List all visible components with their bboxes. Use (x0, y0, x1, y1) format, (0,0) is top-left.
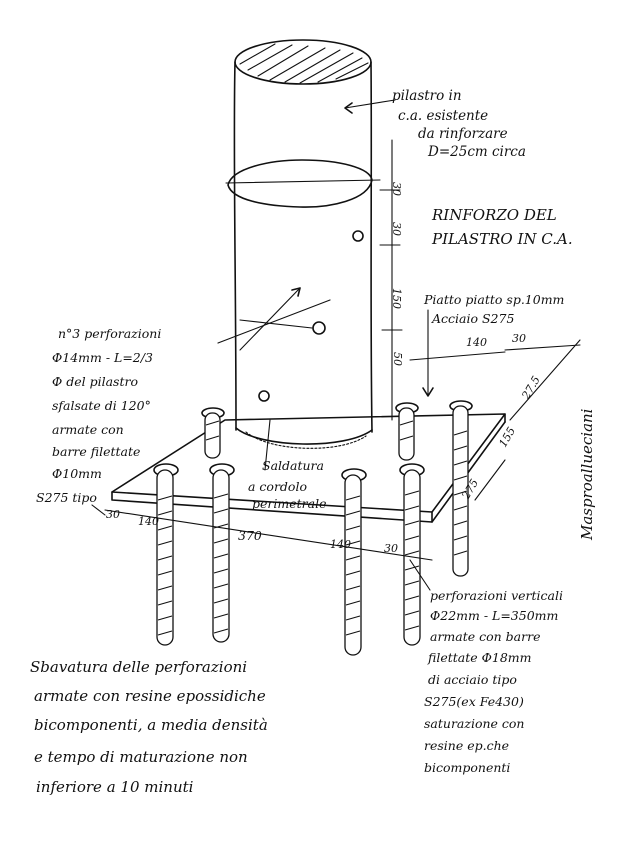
svg-text:inferiore a 10 minuti: inferiore a 10 minuti (36, 778, 194, 796)
concrete-column (225, 39, 381, 449)
svg-text:27.5: 27.5 (519, 374, 543, 403)
svg-text:30: 30 (106, 508, 120, 521)
svg-text:pilastro in: pilastro in (392, 88, 462, 104)
svg-text:armate con: armate con (52, 422, 124, 437)
dimension-lines (91, 139, 581, 561)
rod-3 (201, 407, 225, 459)
column-note: pilastro in c.a. esistente da rinforzare… (392, 88, 526, 160)
svg-text:Φ14mm - L=2/3: Φ14mm - L=2/3 (52, 350, 153, 365)
leader-lines (217, 99, 434, 591)
svg-text:armate con resine epossidiche: armate con resine epossidiche (34, 687, 266, 705)
svg-text:sfalsate di 120°: sfalsate di 120° (52, 398, 151, 413)
svg-text:Φ22mm - L=350mm: Φ22mm - L=350mm (430, 608, 558, 623)
svg-text:perimetrale: perimetrale (252, 496, 326, 511)
vertical-perforations-note: perforazioni verticali Φ22mm - L=350mm a… (424, 588, 563, 775)
svg-text:50: 50 (391, 352, 404, 366)
svg-text:140: 140 (330, 538, 351, 551)
rod-5 (399, 463, 425, 646)
weld-note: Saldatura a cordolo perimetrale (248, 458, 326, 511)
svg-text:di acciaio tipo: di acciaio tipo (428, 672, 517, 687)
svg-text:S275 tipo: S275 tipo (36, 490, 97, 505)
svg-text:a cordolo: a cordolo (248, 479, 307, 494)
svg-text:Sbavatura delle perforazioni: Sbavatura delle perforazioni (30, 658, 247, 676)
svg-text:saturazione con: saturazione con (424, 716, 524, 731)
svg-text:140: 140 (138, 515, 159, 528)
svg-text:armate con barre: armate con barre (430, 629, 540, 644)
svg-text:30: 30 (390, 182, 403, 196)
svg-text:n°3 perforazioni: n°3 perforazioni (58, 326, 161, 341)
svg-text:30: 30 (512, 332, 526, 345)
svg-text:Piatto piatto sp.10mm: Piatto piatto sp.10mm (423, 292, 564, 307)
svg-text:RINFORZO DEL: RINFORZO DEL (431, 206, 557, 224)
svg-text:bicomponenti, a media densità: bicomponenti, a media densità (34, 716, 268, 734)
svg-text:Saldatura: Saldatura (262, 458, 324, 473)
plate-note: Piatto piatto sp.10mm Acciaio S275 (423, 292, 564, 326)
rod-7 (449, 400, 473, 577)
svg-text:PILASTRO IN C.A.: PILASTRO IN C.A. (431, 230, 573, 248)
signature: Masproallueciani (578, 408, 596, 541)
svg-text:D=25cm circa: D=25cm circa (427, 144, 526, 160)
svg-text:e tempo di maturazione non: e tempo di maturazione non (34, 748, 248, 766)
svg-text:Acciaio S275: Acciaio S275 (431, 311, 514, 326)
svg-text:370: 370 (238, 528, 262, 543)
svg-text:30: 30 (384, 542, 398, 555)
title-note: RINFORZO DEL PILASTRO IN C.A. (431, 206, 573, 248)
svg-text:bicomponenti: bicomponenti (424, 760, 510, 775)
svg-text:filettate Φ18mm: filettate Φ18mm (427, 650, 532, 665)
svg-text:perforazioni verticali: perforazioni verticali (430, 588, 563, 603)
svg-text:da rinforzare: da rinforzare (418, 126, 508, 142)
rod-6 (395, 402, 419, 461)
rod-4 (341, 468, 367, 656)
svg-text:c.a. esistente: c.a. esistente (398, 108, 488, 124)
svg-text:30: 30 (390, 222, 403, 236)
bottom-note: Sbavatura delle perforazioni armate con … (30, 658, 268, 796)
svg-text:Φ10mm: Φ10mm (52, 466, 102, 481)
threaded-bars (153, 400, 473, 656)
svg-text:barre filettate: barre filettate (52, 444, 140, 459)
svg-text:Φ del pilastro: Φ del pilastro (52, 374, 138, 389)
svg-text:150: 150 (390, 288, 403, 309)
svg-text:resine ep.che: resine ep.che (424, 738, 509, 753)
svg-text:140: 140 (466, 336, 487, 349)
svg-text:S275(ex Fe430): S275(ex Fe430) (424, 694, 524, 709)
perforations-note: n°3 perforazioni Φ14mm - L=2/3 Φ del pil… (36, 326, 161, 505)
